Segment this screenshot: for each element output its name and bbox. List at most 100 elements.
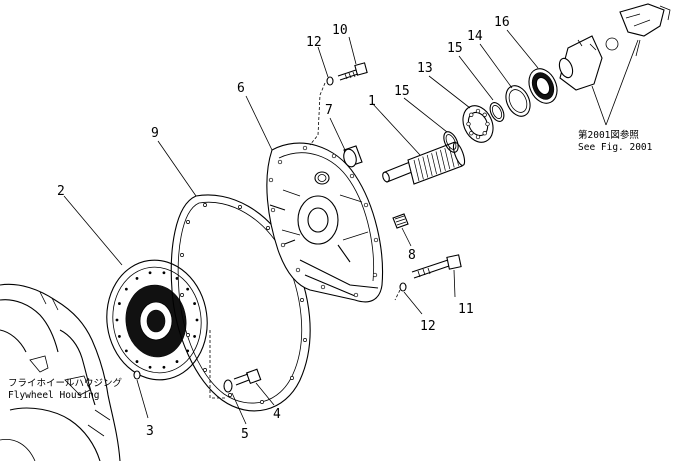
callout-4: 4 [273,407,281,422]
cover-bolt-holes [268,145,379,298]
pin-3 [133,370,141,380]
callout-15-right: 15 [447,41,463,56]
callout-9: 9 [151,126,159,141]
cover-bolt-hole [331,153,337,159]
gasket-hole [203,203,207,207]
bearing-ball [482,112,487,117]
callout-1: 1 [368,94,376,109]
callout-6: 6 [237,81,245,96]
callout-14: 14 [467,29,483,44]
gasket-hole [260,400,264,404]
gasket-hole [238,205,242,209]
see-fig-label-jp: 第2001図参照 [578,129,639,141]
gasket-hole [228,393,232,397]
bearing-ball [469,131,474,136]
spline-tooth [418,158,424,180]
gasket-hole [266,226,270,230]
callout-5: 5 [241,427,249,442]
spline-tooth [422,156,429,178]
callout-10: 10 [332,23,348,38]
gasket-hole [290,376,294,380]
cover-bolt-hole [373,237,379,243]
disc-rivet [175,360,179,363]
callout-13: 13 [417,61,433,76]
disc-rivet [135,277,139,280]
spline-tooth [426,154,433,176]
callout-11: 11 [458,302,474,317]
cover-bolt-hole [372,272,378,278]
gasket-hole [180,253,184,257]
washer-12-top [326,76,334,86]
callout-15-left: 15 [394,84,410,99]
see-fig-label-en: See Fig. 2001 [578,142,653,153]
cover-bolt-hole [268,177,274,183]
bearing-ball [485,121,490,127]
washer-12-bottom [399,282,407,292]
spline-tooth [431,153,437,175]
cover-bolt-hole [270,207,276,213]
bearing-ball [475,108,481,114]
snap-ring-lower [443,131,459,153]
clutch-disc [106,259,208,381]
disc-rivet [195,318,199,322]
spline-tooth [444,148,451,170]
gasket-hole [180,293,184,297]
coupling-reference [558,3,671,91]
disc-rivet [193,335,196,338]
disc-rivet [148,271,152,275]
bolt-4 [233,368,262,386]
bearing-balls [466,108,490,140]
spline-tooth [413,159,420,182]
cover-bolt-hole [302,145,308,151]
cover-bolt-hole [349,173,355,179]
gasket-bolt-holes [180,203,307,404]
callout-12-top: 12 [306,35,322,50]
input-shaft [382,141,466,185]
disc-rivet [148,365,152,369]
disc-rivet [115,318,119,322]
housing-cover [266,142,384,303]
disc-rivet [186,287,190,291]
cover-bolt-hole [280,242,286,248]
flywheel-housing-label-en: Flywheel Housing [8,390,100,401]
cover-bolt-hole [363,202,369,208]
bearing-ball [475,134,481,140]
callout-7: 7 [325,103,333,118]
gasket-hole [303,338,307,342]
spline-tooth [435,151,442,173]
disc-rivet [135,360,139,363]
callout-8: 8 [408,248,416,263]
disc-rivet [124,287,128,291]
clutch-disc-rivets [115,271,199,369]
bushing [343,145,363,168]
cover-bolt-hole [353,292,359,298]
snap-ring-upper [489,102,505,122]
disc-rivet [175,277,179,280]
spline-tooth [440,149,446,171]
gasket-hole [300,298,304,302]
bearing-ball [466,121,471,127]
cover-bolt-hole [295,267,301,273]
disc-rivet [118,302,121,305]
bolt-11 [411,254,462,279]
flywheel-housing-label-jp: フライホイールハウジング [8,377,123,389]
gasket-hole [186,220,190,224]
cover-bolt-hole [320,284,326,290]
bolt-10 [337,62,368,81]
bearing-ball [469,112,474,117]
callout-3: 3 [146,424,154,439]
callout-12-bottom: 12 [420,319,436,334]
disc-rivet [118,335,121,338]
disc-rivet [193,302,196,305]
disc-rivet [162,365,166,369]
callout-16: 16 [494,15,510,30]
cover-bolt-hole [277,159,283,165]
gasket-hole [203,368,207,372]
bearing-13 [462,105,494,143]
disc-rivet [124,349,128,353]
seal-16 [528,68,558,104]
callout-2: 2 [57,184,65,199]
bearing-ball [482,131,487,136]
disc-rivet [162,271,166,275]
